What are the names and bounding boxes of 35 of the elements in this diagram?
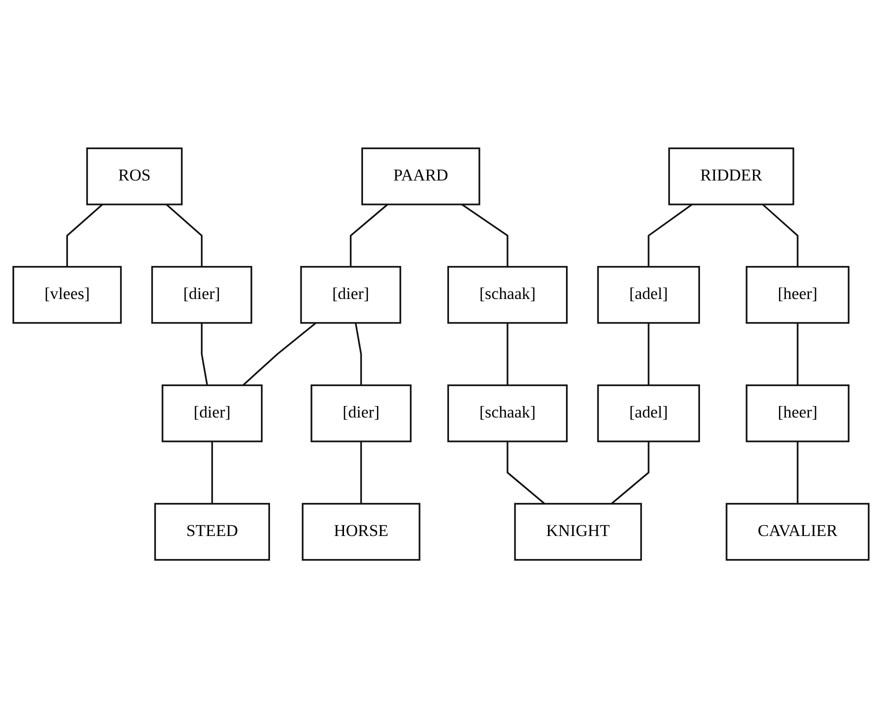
- node-box: [dier]: [310, 384, 412, 442]
- node-box: [adel]: [597, 384, 700, 442]
- node-box: [vlees]: [12, 266, 122, 324]
- connector: [166, 204, 203, 267]
- node-box: HORSE: [302, 502, 420, 561]
- node-box: [schaak]: [447, 266, 568, 324]
- connector: [354, 322, 362, 386]
- connector: [211, 441, 213, 504]
- node-box: RIDDER: [668, 147, 794, 206]
- node-box: KNIGHT: [514, 502, 642, 561]
- connector: [200, 322, 208, 386]
- node-box: PAARD: [361, 147, 480, 206]
- connector: [242, 322, 316, 386]
- connector: [506, 441, 546, 504]
- connector: [648, 204, 693, 267]
- node-box: [heer]: [746, 266, 850, 324]
- connector: [762, 204, 798, 267]
- connector: [350, 204, 388, 267]
- node-box: ROS: [86, 147, 183, 206]
- node-box: CAVALIER: [726, 502, 870, 561]
- node-box: [heer]: [746, 384, 850, 442]
- connector: [360, 441, 362, 504]
- connector: [610, 441, 650, 504]
- connector: [796, 441, 798, 504]
- connector: [648, 322, 650, 386]
- node-box: [dier]: [151, 266, 252, 324]
- node-box: [dier]: [300, 266, 402, 324]
- connector: [66, 204, 104, 267]
- node-box: [dier]: [162, 384, 263, 442]
- connector: [461, 204, 508, 267]
- connector: [506, 322, 508, 386]
- node-box: [adel]: [597, 266, 700, 324]
- node-box: STEED: [154, 502, 270, 561]
- connector: [796, 322, 798, 386]
- node-box: [schaak]: [447, 384, 568, 442]
